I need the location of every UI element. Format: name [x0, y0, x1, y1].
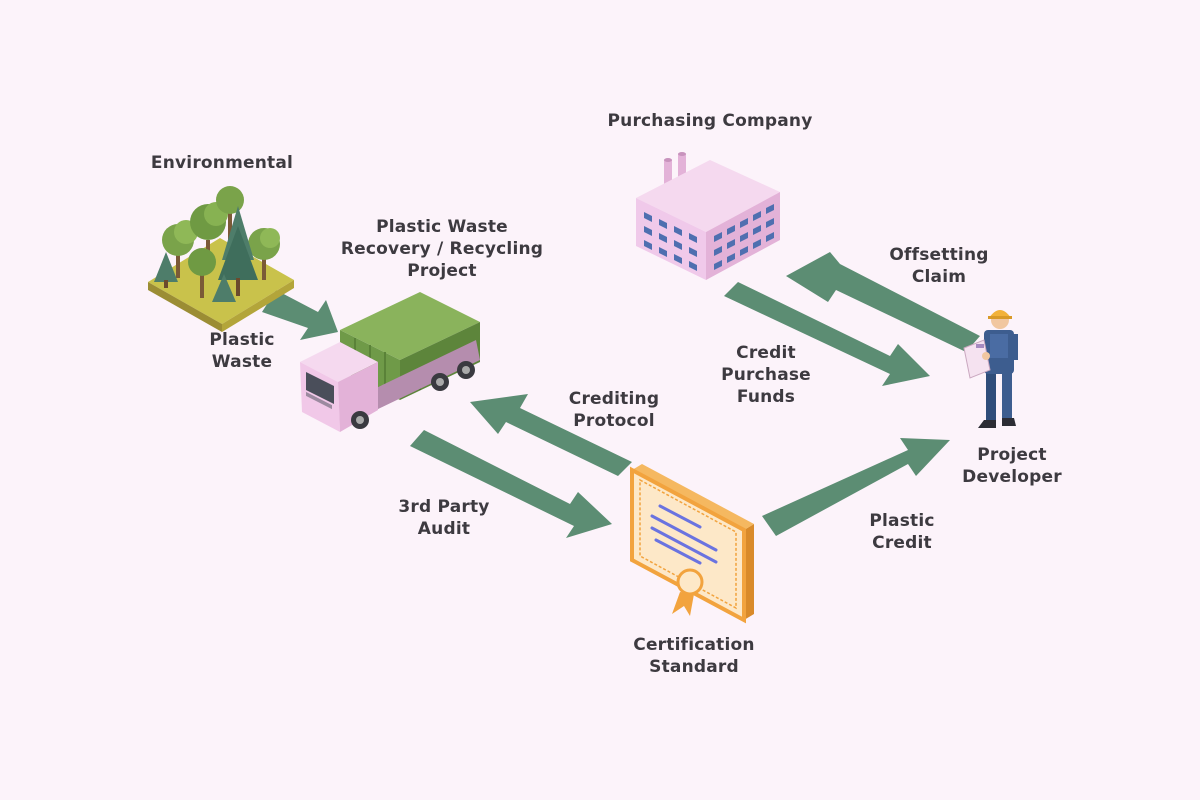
arrow-offsetting-claim	[786, 252, 980, 352]
certification-standard-line-1: Certification	[633, 635, 755, 655]
recycling-project-line-1: Plastic Waste	[376, 217, 508, 237]
credit-purchase-funds-line-1: Credit	[736, 343, 796, 363]
factory-window	[659, 219, 667, 229]
plastic-waste-line-1: Plastic	[209, 330, 275, 350]
arrow-credit-purchase-funds	[724, 282, 930, 386]
worker-icon	[963, 310, 1018, 428]
recycling-project-line-2: Recovery / Recycling	[340, 239, 544, 259]
factory-window	[766, 218, 774, 228]
factory-window	[689, 233, 697, 243]
factory-window	[753, 225, 761, 235]
factory-window	[766, 232, 774, 242]
arrow-plastic-credit	[762, 438, 950, 536]
arrow-plastic-waste	[262, 290, 338, 340]
purchasing-company-label: Purchasing Company	[607, 111, 813, 131]
factory-window	[714, 232, 722, 242]
factory-window	[740, 246, 748, 256]
factory-window	[689, 247, 697, 257]
offsetting-claim-line-2: Claim	[911, 267, 967, 287]
node-label-certification-standard: Certification Standard	[614, 634, 774, 678]
factory-window	[674, 254, 682, 264]
arrow-crediting-protocol	[470, 394, 632, 476]
certification-standard-line-2: Standard	[649, 657, 739, 677]
node-label-purchasing-company: Purchasing Company	[590, 110, 830, 132]
factory-window	[753, 239, 761, 249]
credit-purchase-funds-line-2: Purchase	[721, 365, 811, 385]
project-developer-line-2: Developer	[962, 467, 1062, 487]
node-label-environmental: Environmental	[132, 152, 312, 174]
plastic-credit-line-2: Credit	[872, 533, 932, 553]
node-label-recycling-project: Plastic Waste Recovery / Recycling Proje…	[322, 216, 562, 282]
offsetting-claim-line-1: Offsetting	[889, 245, 989, 265]
factory-window	[727, 253, 735, 263]
third-party-audit-line-1: 3rd Party	[398, 497, 490, 517]
certificate-icon	[630, 464, 754, 624]
edge-label-credit-purchase-funds: Credit Purchase Funds	[716, 342, 816, 408]
crediting-protocol-line-1: Crediting	[568, 389, 660, 409]
forest-icon	[148, 186, 294, 332]
plastic-waste-line-2: Waste	[211, 352, 273, 372]
edge-label-plastic-credit: Plastic Credit	[852, 510, 952, 554]
factory-window	[659, 233, 667, 243]
factory-window	[740, 218, 748, 228]
project-developer-line-1: Project	[977, 445, 1047, 465]
third-party-audit-line-2: Audit	[417, 519, 471, 539]
factory-window	[714, 246, 722, 256]
factory-window	[740, 232, 748, 242]
factory-window	[727, 225, 735, 235]
factory-windows	[644, 204, 774, 271]
plastic-credit-line-1: Plastic	[869, 511, 935, 531]
credit-purchase-funds-line-3: Funds	[736, 387, 796, 407]
factory-window	[727, 239, 735, 249]
factory-window	[753, 211, 761, 221]
factory-window	[766, 204, 774, 214]
edge-label-offsetting-claim: Offsetting Claim	[874, 244, 1004, 288]
garbage-truck-icon	[300, 292, 480, 432]
recycling-project-line-3: Project	[407, 261, 477, 281]
factory-window	[644, 226, 652, 236]
factory-window	[674, 226, 682, 236]
factory-window	[644, 240, 652, 250]
factory-window	[674, 240, 682, 250]
crediting-protocol-line-2: Protocol	[573, 411, 655, 431]
edge-label-third-party-audit: 3rd Party Audit	[384, 496, 504, 540]
environmental-label: Environmental	[150, 153, 294, 173]
arrow-third-party-audit	[410, 430, 612, 538]
node-label-project-developer: Project Developer	[942, 444, 1082, 488]
edge-label-plastic-waste: Plastic Waste	[192, 329, 292, 373]
factory-window	[659, 247, 667, 257]
edge-label-crediting-protocol: Crediting Protocol	[554, 388, 674, 432]
factory-window	[714, 260, 722, 270]
factory-window	[644, 212, 652, 222]
factory-window	[689, 261, 697, 271]
